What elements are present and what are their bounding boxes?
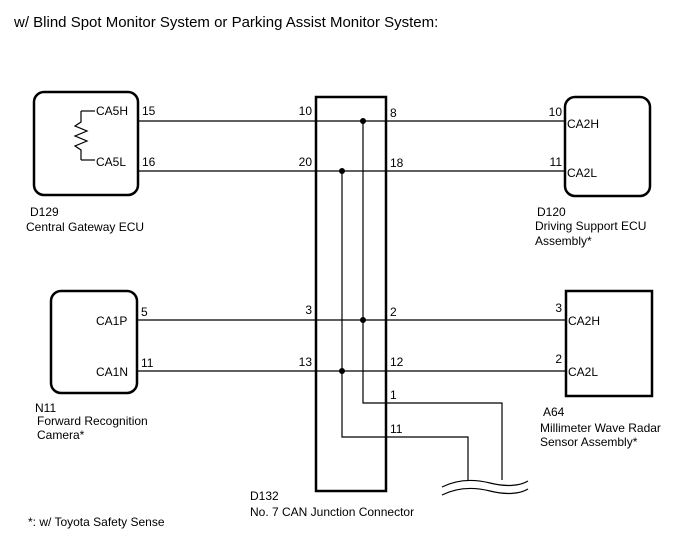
- d132-left-pin: 3: [305, 303, 312, 317]
- n11-pin-label-ca1n: CA1N: [96, 365, 128, 379]
- d129-name: Central Gateway ECU: [26, 220, 144, 234]
- n11-pin-num-11: 11: [141, 356, 154, 370]
- d120-pin-label-ca2h: CA2H: [567, 117, 599, 131]
- d120-name-line2: Assembly*: [535, 234, 592, 248]
- a64-pin-label-ca2h: CA2H: [568, 314, 600, 328]
- d120-pin-label-ca2l: CA2L: [567, 166, 597, 180]
- a64-name-line1: Millimeter Wave Radar: [540, 421, 661, 435]
- n11-name-line2: Camera*: [37, 428, 85, 442]
- d129-pin-num-15: 15: [142, 104, 156, 118]
- d132-code: D132: [250, 489, 279, 503]
- d129-pin-num-16: 16: [142, 155, 156, 169]
- cable-break-icon: [441, 479, 529, 496]
- d132-right-pin: 8: [390, 106, 397, 120]
- a64-pin-num-3: 3: [555, 301, 562, 315]
- d132-left-pin: 13: [299, 355, 313, 369]
- d132-name: No. 7 CAN Junction Connector: [250, 505, 414, 519]
- d132-right-pin: 1: [390, 388, 397, 402]
- d120-pin-num-11: 11: [550, 155, 563, 169]
- splice-dots: [339, 118, 366, 374]
- a64-name-line2: Sensor Assembly*: [540, 435, 638, 449]
- a64-pin-label-ca2l: CA2L: [568, 365, 598, 379]
- n11-code: N11: [35, 401, 56, 415]
- d120-ecu-box: [563, 95, 652, 198]
- footnote: *: w/ Toyota Safety Sense: [28, 515, 165, 529]
- n11-camera-box: [49, 289, 139, 395]
- d132-right-pin: 12: [390, 355, 404, 369]
- a64-radar-box: [564, 289, 654, 398]
- wire-set: [137, 120, 566, 480]
- d129-ecu-box: [32, 90, 140, 197]
- a64-code: A64: [543, 405, 565, 419]
- d129-pin-label-ca5l: CA5L: [96, 155, 126, 169]
- d132-left-pin: 10: [299, 104, 313, 118]
- d132-right-pin: 2: [390, 305, 397, 319]
- d129-code: D129: [30, 205, 59, 219]
- d132-junction-box: [314, 95, 388, 493]
- n11-pin-label-ca1p: CA1P: [96, 314, 127, 328]
- d120-code: D120: [537, 205, 566, 219]
- d132-right-pin: 11: [390, 422, 403, 436]
- d132-right-pin: 18: [390, 156, 404, 170]
- d120-pin-num-10: 10: [549, 105, 563, 119]
- n11-name-line1: Forward Recognition: [37, 414, 148, 428]
- diagram-title: w/ Blind Spot Monitor System or Parking …: [13, 14, 438, 31]
- n11-pin-num-5: 5: [141, 305, 148, 319]
- d132-left-pin: 20: [299, 155, 313, 169]
- a64-pin-num-2: 2: [555, 352, 562, 366]
- d129-pin-label-ca5h: CA5H: [96, 104, 128, 118]
- resistor-icon: [73, 110, 95, 161]
- d120-name-line1: Driving Support ECU: [535, 219, 646, 233]
